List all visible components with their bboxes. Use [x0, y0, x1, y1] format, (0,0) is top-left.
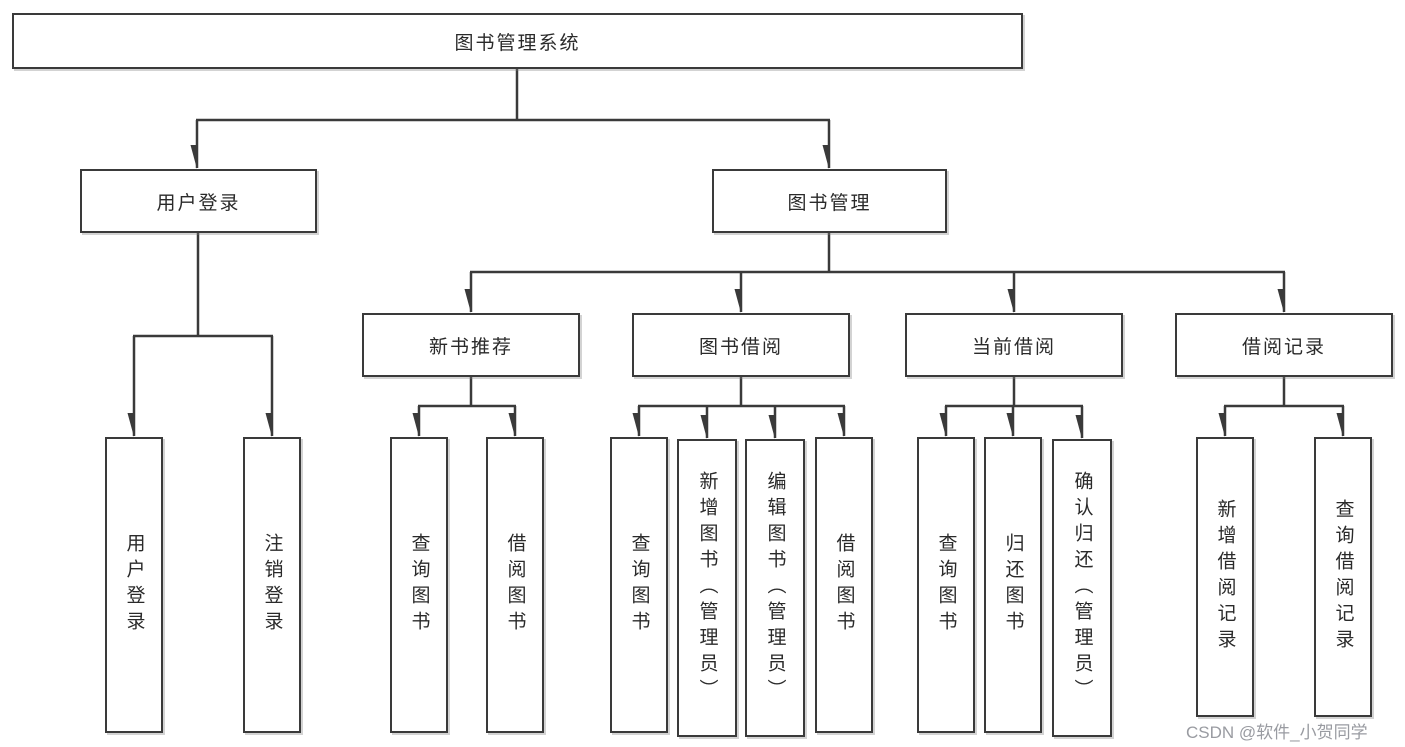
- leaf-add-books-admin: 新增图书（管理员）: [677, 439, 737, 737]
- leaf-add-borrow-record-label: 新增借阅记录: [1214, 499, 1236, 655]
- node-user-login: 用户登录: [80, 169, 317, 233]
- leaf-edit-books-admin: 编辑图书（管理员）: [745, 439, 805, 737]
- node-book-borrow-label: 图书借阅: [698, 336, 783, 358]
- leaf-logout-label: 注销登录: [261, 533, 283, 637]
- leaf-confirm-return-admin-label: 确认归还（管理员）: [1071, 471, 1093, 705]
- leaf-user-login: 用户登录: [105, 437, 163, 733]
- leaf-query-books-newbooks-label: 查询图书: [408, 533, 430, 637]
- leaf-return-books: 归还图书: [984, 437, 1042, 733]
- leaf-query-borrow-record-label: 查询借阅记录: [1332, 499, 1354, 655]
- leaf-logout: 注销登录: [243, 437, 301, 733]
- leaf-query-books-newbooks: 查询图书: [390, 437, 448, 733]
- node-root-label: 图书管理系统: [454, 32, 581, 54]
- leaf-borrow-books-borrow: 借阅图书: [815, 437, 873, 733]
- leaf-add-borrow-record: 新增借阅记录: [1196, 437, 1254, 717]
- leaf-edit-books-admin-label: 编辑图书（管理员）: [764, 471, 786, 705]
- node-current-borrow: 当前借阅: [905, 313, 1123, 377]
- node-book-borrow: 图书借阅: [632, 313, 850, 377]
- node-current-borrow-label: 当前借阅: [971, 336, 1056, 358]
- leaf-query-books-current: 查询图书: [917, 437, 975, 733]
- watermark: CSDN @软件_小贺同学: [1186, 723, 1368, 742]
- node-user-login-label: 用户登录: [156, 192, 241, 214]
- node-new-books: 新书推荐: [362, 313, 580, 377]
- node-new-books-label: 新书推荐: [428, 336, 513, 358]
- leaf-query-books-borrow: 查询图书: [610, 437, 668, 733]
- leaf-query-books-borrow-label: 查询图书: [628, 533, 650, 637]
- leaf-query-borrow-record: 查询借阅记录: [1314, 437, 1372, 717]
- leaf-borrow-books-newbooks-label: 借阅图书: [504, 533, 526, 637]
- leaf-return-books-label: 归还图书: [1002, 533, 1024, 637]
- leaf-borrow-books-newbooks: 借阅图书: [486, 437, 544, 733]
- leaf-confirm-return-admin: 确认归还（管理员）: [1052, 439, 1112, 737]
- node-book-mgmt-label: 图书管理: [787, 192, 872, 214]
- node-root: 图书管理系统: [12, 13, 1023, 69]
- leaf-add-books-admin-label: 新增图书（管理员）: [696, 471, 718, 705]
- node-borrow-records: 借阅记录: [1175, 313, 1393, 377]
- node-borrow-records-label: 借阅记录: [1241, 336, 1326, 358]
- leaf-user-login-label: 用户登录: [123, 533, 145, 637]
- leaf-query-books-current-label: 查询图书: [935, 533, 957, 637]
- leaf-borrow-books-borrow-label: 借阅图书: [833, 533, 855, 637]
- node-book-mgmt: 图书管理: [712, 169, 947, 233]
